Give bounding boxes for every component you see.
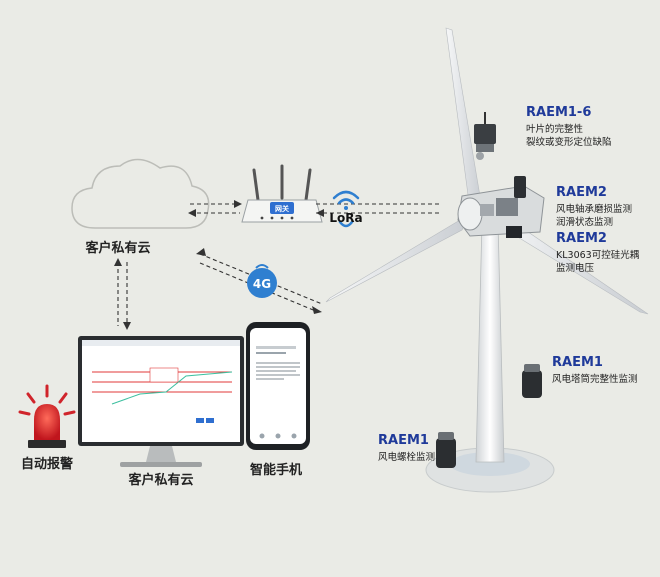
lora-label: LoRa <box>329 211 362 225</box>
sensor-model-raem1-bolt: RAEM1 <box>378 433 429 448</box>
4g-badge-icon <box>247 264 277 298</box>
wind-turbine <box>325 27 649 493</box>
raem1-tower-sensor-icon <box>522 364 542 398</box>
desktop-label: 客户私有云 <box>128 472 193 488</box>
alarm-light-icon <box>18 384 76 448</box>
sensor-desc-raem1-tower: 风电塔筒完整性监测 <box>552 373 638 385</box>
smartphone <box>246 322 310 450</box>
4g-label: 4G <box>253 277 271 291</box>
desktop-monitor <box>78 336 244 467</box>
cloud-label: 客户私有云 <box>85 240 150 256</box>
sensor-desc-raem2-bearing-line1: 风电轴承磨损监测 <box>556 203 632 215</box>
phone-label: 智能手机 <box>250 462 302 478</box>
raem1-bolt-sensor-icon <box>436 432 456 468</box>
gateway-label: 网关 <box>275 204 289 213</box>
sensor-desc-raem2-voltage-line2: 监测电压 <box>556 262 595 274</box>
sensor-desc-raem2-bearing-line2: 润滑状态监测 <box>556 216 613 228</box>
sensor-desc-raem2-voltage-line1: KL3063可控硅光耦 <box>556 249 640 261</box>
connection-arrows <box>114 200 324 330</box>
sensor-desc-raem1-6-line2: 裂纹或变形定位缺陷 <box>526 136 612 148</box>
raem1-6-sensor-icon <box>474 112 496 160</box>
sensor-desc-raem1-bolt: 风电螺栓监测 <box>378 451 435 463</box>
sensor-desc-raem1-6-line1: 叶片的完整性 <box>526 123 584 135</box>
sensor-model-raem2-bearing: RAEM2 <box>556 185 607 200</box>
gateway-router-icon <box>241 164 323 223</box>
sensor-model-raem1-tower: RAEM1 <box>552 355 603 370</box>
wifi-signal-icon <box>332 190 360 228</box>
cloud-icon <box>71 158 210 229</box>
sensor-model-raem1-6: RAEM1-6 <box>526 105 591 120</box>
alarm-label: 自动报警 <box>21 456 73 472</box>
sensor-model-raem2-voltage: RAEM2 <box>556 231 607 246</box>
